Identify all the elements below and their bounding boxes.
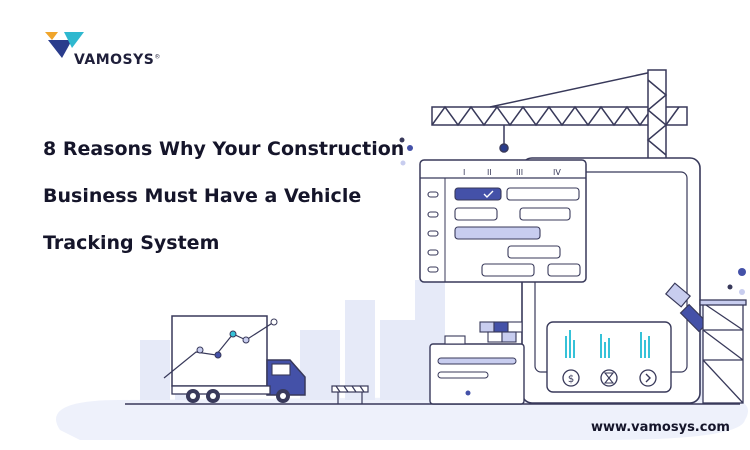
- column-label-4: IV: [553, 168, 561, 177]
- headline: 8 Reasons Why Your Construction Business…: [43, 126, 404, 267]
- deco-dot: [739, 289, 745, 295]
- deco-dot: [400, 160, 406, 166]
- logo-cyan-shape: [64, 32, 84, 48]
- scaffold: [699, 299, 747, 404]
- logo-blue-shape: [48, 40, 72, 58]
- deco-dot: [727, 284, 733, 290]
- registered-mark: ®: [154, 53, 161, 61]
- truck-line-graph: [163, 321, 275, 379]
- check-icon: [483, 190, 494, 198]
- mini-bar-chart: [565, 330, 650, 358]
- headline-line-1: 8 Reasons Why Your Construction: [43, 138, 405, 160]
- ground-blob: [56, 395, 748, 440]
- vamosys-logo: [45, 32, 84, 58]
- deco-dot: [738, 268, 746, 276]
- deco-dot: [407, 145, 413, 151]
- deco-dot: [399, 137, 405, 143]
- column-label-2: II: [487, 168, 492, 177]
- crane: [431, 69, 688, 161]
- brand-name: VAMOSYS®: [74, 52, 161, 68]
- checked-cell[interactable]: [454, 187, 502, 201]
- svg-text:$: $: [568, 374, 574, 385]
- delivery-truck: [163, 315, 306, 403]
- logo-orange-shape: [45, 32, 58, 40]
- dollar-icon[interactable]: $: [562, 369, 580, 387]
- headline-line-3: Tracking System: [43, 232, 220, 254]
- column-label-1: I: [463, 168, 465, 177]
- column-label-3: III: [516, 168, 523, 177]
- chevron-right-icon[interactable]: [639, 369, 657, 387]
- headline-line-2: Business Must Have a Vehicle: [43, 185, 362, 207]
- brand-text: VAMOSYS: [74, 52, 155, 68]
- hourglass-icon[interactable]: [600, 369, 618, 387]
- table-panel: I II III IV: [419, 159, 587, 283]
- control-box: [429, 321, 525, 405]
- website-url[interactable]: www.vamosys.com: [591, 420, 730, 435]
- road-barrier: [331, 385, 369, 404]
